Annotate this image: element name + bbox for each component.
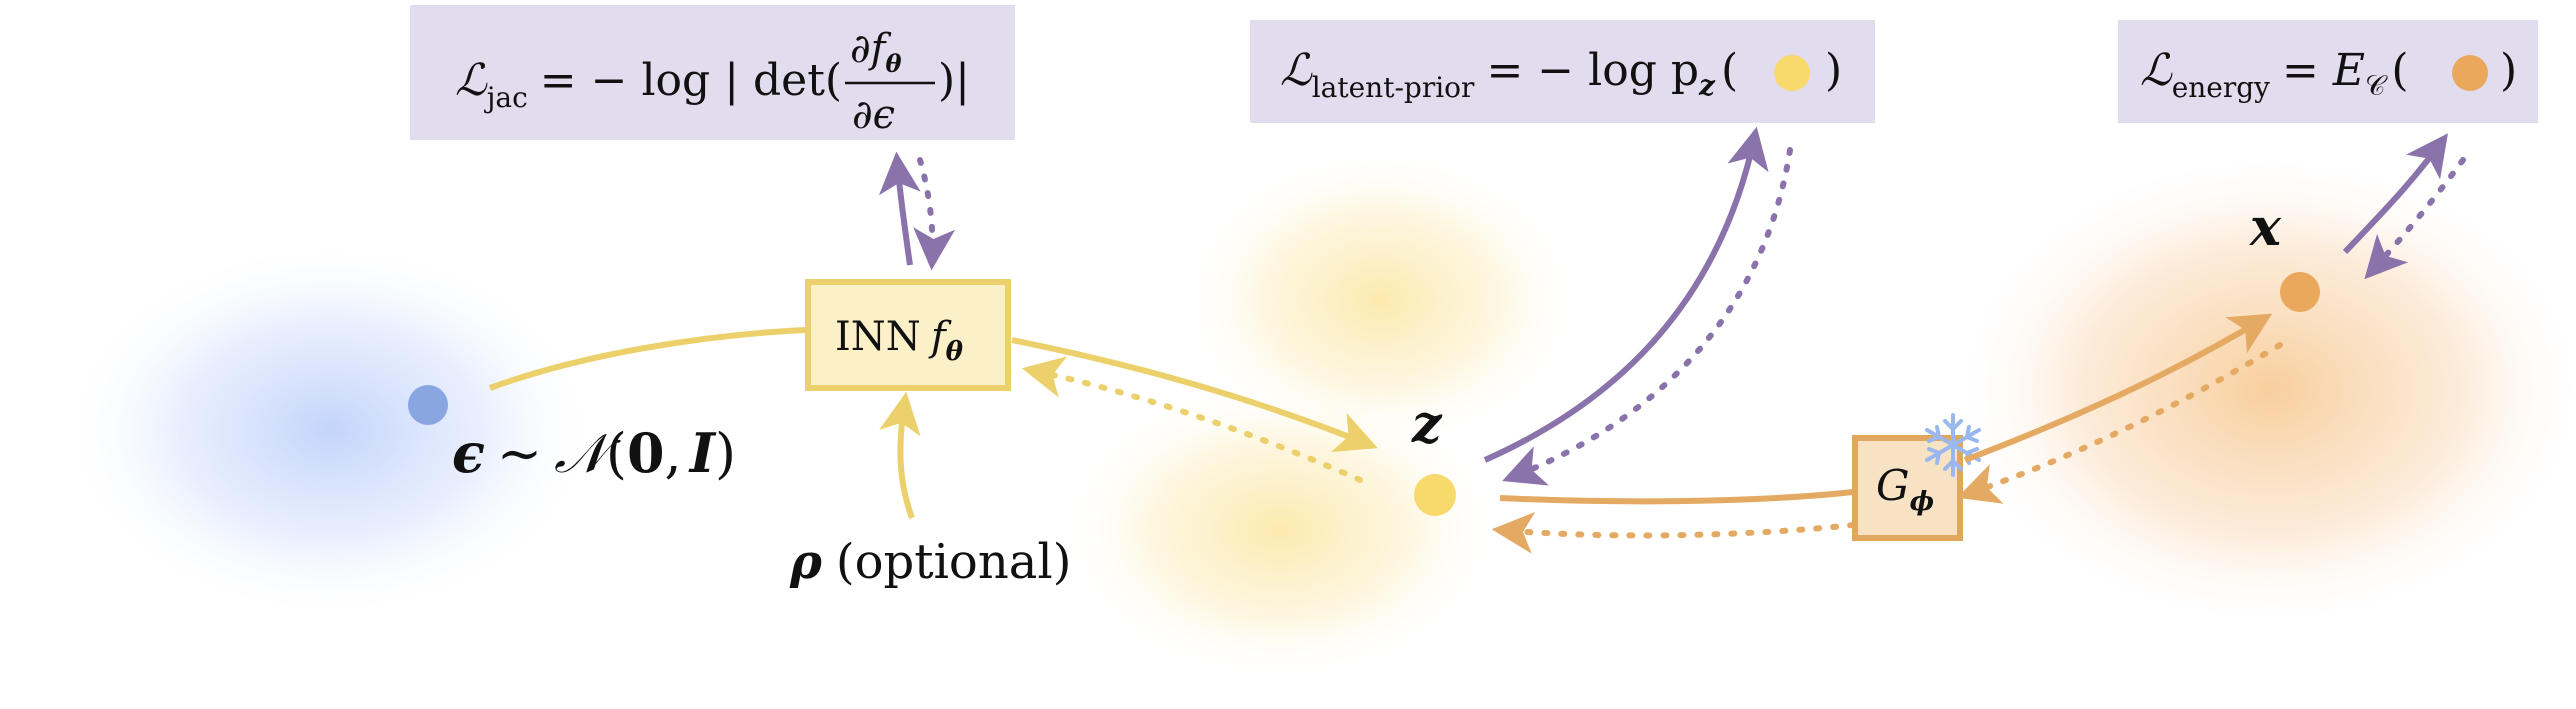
close-paren: ) <box>715 422 736 485</box>
z-node-dot <box>1414 474 1456 516</box>
jac-loss-subscript: jac <box>484 81 528 114</box>
x-to-energy-arrow <box>2342 133 2448 255</box>
g-label-text: G <box>1876 461 1910 510</box>
energy-loss-symbol: ℒ <box>2140 45 2173 96</box>
latent-distribution-blob-lower <box>1060 380 1500 680</box>
jacobian-loss-box <box>410 5 1015 140</box>
jac-fraction-denominator: ∂ϵ <box>852 92 895 138</box>
generator-box-label: Gϕ <box>1876 461 1934 517</box>
x-node-label: x <box>2249 197 2282 258</box>
rho-symbol: ρ <box>789 534 823 590</box>
energy-open-paren: ( <box>2391 45 2408 96</box>
jac-loss-symbol: ℒ <box>455 55 488 106</box>
identity-matrix: I <box>688 421 717 485</box>
inn-box <box>805 279 1011 391</box>
rho-label: ρ(optional) <box>789 534 1071 590</box>
jac-num-subscript: θ <box>886 49 902 78</box>
inn-fn-subscript: θ <box>946 337 964 367</box>
data-distribution-blob <box>1950 150 2576 630</box>
epsilon-symbol: ϵ <box>452 421 485 485</box>
open-paren: ( <box>606 422 627 485</box>
lp-loss-equation: = − log p <box>1486 45 1699 96</box>
latent-prior-to-z-dotted-arrow <box>1502 147 1793 486</box>
lp-close-paren: ) <box>1825 45 1842 96</box>
z-to-g-arrow <box>1499 489 1854 505</box>
latent-prior-loss-formula: ℒlatent-prior = − log pz( <box>1280 45 1738 104</box>
x-to-g-dotted-arrow <box>1957 342 2283 504</box>
lp-open-paren: ( <box>1721 45 1738 96</box>
latent-distribution-blob-upper <box>1180 150 1580 450</box>
z-node-label: z <box>1411 394 1443 455</box>
rho-optional-note: (optional) <box>836 534 1072 590</box>
epsilon-to-inn-arrow <box>488 327 806 391</box>
energy-close-paren: ) <box>2500 45 2517 96</box>
jac-fraction-numerator: ∂fθ <box>850 26 902 78</box>
x-node-dot <box>2280 272 2320 312</box>
g-label-subscript: ϕ <box>1910 487 1934 517</box>
g-to-z-dotted-arrow <box>1491 511 1856 554</box>
energy-e-subscript: 𝒞 <box>2365 69 2388 102</box>
z-to-latent-prior-arrow <box>1483 126 1769 463</box>
jac-loss-equation: = − log | det( <box>540 55 842 106</box>
generator-box <box>1852 435 1963 541</box>
inn-to-z-arrow <box>1011 337 1378 453</box>
g-to-x-arrow <box>1963 313 2273 463</box>
zero-vector: 0 <box>627 421 665 485</box>
energy-to-x-dotted-arrow <box>2364 157 2466 280</box>
epsilon-node-dot <box>408 385 448 425</box>
jac-loss-tail: )| <box>938 55 970 106</box>
latent-prior-yellow-dot <box>1774 55 1810 91</box>
noise-distribution-blob <box>60 240 600 620</box>
jac-loss-to-inn-dotted-arrow <box>913 157 956 271</box>
tilde-symbol: ∼ <box>497 422 542 485</box>
energy-orange-dot <box>2452 55 2488 91</box>
energy-loss-equation: = E <box>2282 45 2365 96</box>
energy-loss-subscript: energy <box>2172 71 2270 104</box>
lp-loss-subscript: latent-prior <box>1312 71 1475 104</box>
inn-to-jac-loss-arrow <box>878 151 921 266</box>
lp-p-subscript: z <box>1698 69 1716 102</box>
jacobian-loss-formula: ℒjac = − log | det( <box>455 55 842 114</box>
rho-to-inn-arrow <box>879 391 921 520</box>
noise-distribution-label: ϵ∼𝒩(0,I) <box>452 421 736 485</box>
comma: , <box>665 422 682 485</box>
lp-loss-symbol: ℒ <box>1280 45 1313 96</box>
jac-num-text: ∂f <box>850 26 892 72</box>
inn-label-text: INN <box>835 314 921 360</box>
energy-loss-formula: ℒenergy = E𝒞( <box>2140 45 2409 104</box>
latent-prior-loss-box <box>1250 20 1875 123</box>
